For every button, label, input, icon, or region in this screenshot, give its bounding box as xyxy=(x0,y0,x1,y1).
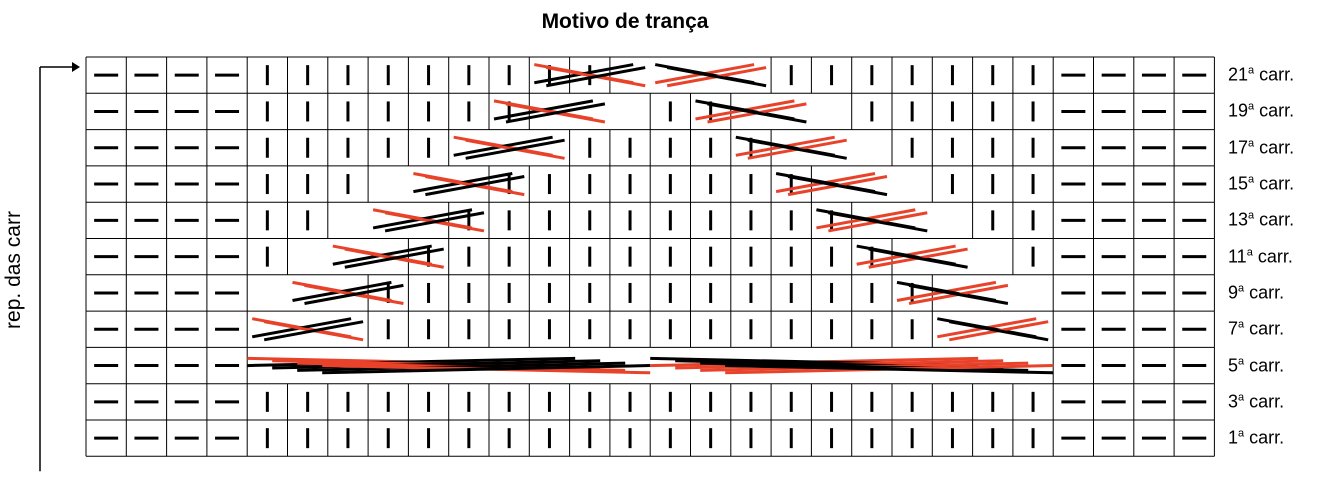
row-ordinal: a xyxy=(1238,355,1245,368)
cable-front-strand xyxy=(505,102,606,124)
row-label: 15a carr. xyxy=(1228,174,1294,195)
row-label: 9a carr. xyxy=(1228,282,1284,303)
row-suffix: carr. xyxy=(1254,173,1295,194)
row-suffix: carr. xyxy=(1244,282,1285,303)
row-suffix: carr. xyxy=(1254,100,1295,121)
row-ordinal: a xyxy=(1248,209,1255,222)
cable-front-strand xyxy=(868,247,968,269)
cable-front-strand xyxy=(725,364,1054,375)
row-ordinal: a xyxy=(1238,282,1245,295)
row-ordinal: a xyxy=(1248,137,1255,150)
row-number: 15 xyxy=(1228,173,1249,194)
row-number: 5 xyxy=(1228,355,1239,376)
cable-front-strand xyxy=(707,102,807,124)
row-number: 17 xyxy=(1228,137,1249,158)
row-suffix: carr. xyxy=(1244,318,1285,339)
row-label: 21a carr. xyxy=(1228,65,1294,86)
arrow-right-icon xyxy=(72,62,80,72)
row-ordinal: a xyxy=(1238,427,1245,440)
row-label: 19a carr. xyxy=(1228,101,1294,122)
row-ordinal: a xyxy=(1246,246,1253,259)
row-label: 1a carr. xyxy=(1228,428,1284,449)
cable-front-strand xyxy=(908,283,1009,306)
row-label: 5a carr. xyxy=(1228,355,1284,376)
cable-front-strand xyxy=(384,211,485,233)
row-ordinal: a xyxy=(1238,318,1245,331)
cable-front-strand xyxy=(465,138,565,160)
row-ordinal: a xyxy=(1238,391,1245,404)
row-ordinal: a xyxy=(1248,173,1255,186)
row-label: 3a carr. xyxy=(1228,391,1284,412)
row-number: 3 xyxy=(1228,391,1239,412)
row-label: 13a carr. xyxy=(1228,210,1294,231)
cable-front-strand xyxy=(263,320,364,342)
row-suffix: carr. xyxy=(1254,209,1295,230)
row-suffix: carr. xyxy=(1244,355,1285,376)
row-label: 17a carr. xyxy=(1228,137,1294,158)
cable-front-strand xyxy=(787,174,888,197)
row-number: 9 xyxy=(1228,282,1239,303)
row-number: 21 xyxy=(1228,64,1249,85)
row-number: 1 xyxy=(1228,427,1239,448)
chart-title: Motivo de trança xyxy=(541,10,709,33)
cable-front-strand xyxy=(949,320,1049,342)
row-ordinal: a xyxy=(1248,64,1255,77)
cable-front-strand xyxy=(666,66,767,88)
row-suffix: carr. xyxy=(1244,391,1285,412)
row-number: 13 xyxy=(1228,209,1249,230)
row-number: 7 xyxy=(1228,318,1239,339)
row-label: 7a carr. xyxy=(1228,319,1284,340)
row-suffix: carr. xyxy=(1252,246,1293,267)
cable-front-strand xyxy=(297,361,626,372)
row-number: 11 xyxy=(1228,246,1247,267)
cable-front-strand xyxy=(747,138,847,160)
row-suffix: carr. xyxy=(1254,64,1295,85)
row-number: 19 xyxy=(1228,100,1249,121)
row-suffix: carr. xyxy=(1254,137,1295,158)
row-label: 11a carr. xyxy=(1228,246,1293,267)
cable-front-strand xyxy=(425,174,525,197)
cable-front-strand xyxy=(344,247,444,269)
cable-front-strand xyxy=(700,361,1029,372)
cable-front-strand xyxy=(322,364,651,375)
cable-front-strand xyxy=(304,283,404,306)
cable-front-strand xyxy=(546,66,646,88)
cable-front-strand xyxy=(828,211,928,233)
row-ordinal: a xyxy=(1248,100,1255,113)
row-suffix: carr. xyxy=(1244,427,1285,448)
